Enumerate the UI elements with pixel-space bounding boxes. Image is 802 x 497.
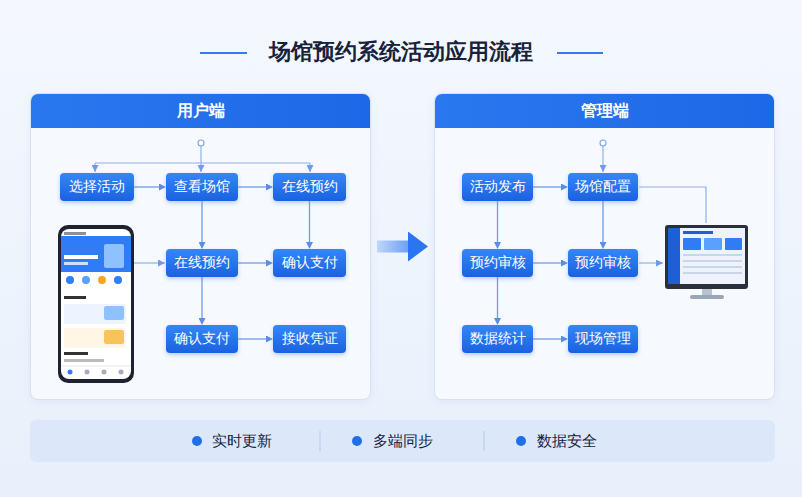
process-box: 在线预约 <box>166 249 238 277</box>
box-label: 确认支付 <box>174 330 230 348</box>
box-label: 接收凭证 <box>282 330 338 348</box>
feature-band: 实时更新 多端同步 数据安全 <box>30 420 775 462</box>
panel-title: 用户端 <box>177 101 225 122</box>
transition-arrow <box>377 241 408 253</box>
flow-arrow <box>134 186 159 187</box>
process-box: 数据统计 <box>462 325 533 353</box>
title-rule <box>200 52 247 54</box>
box-label: 现场管理 <box>575 330 631 348</box>
feature-label: 实时更新 <box>212 432 272 451</box>
feature-label: 数据安全 <box>537 432 597 451</box>
flow-arrow <box>238 262 266 263</box>
process-box: 活动发布 <box>462 173 533 201</box>
box-label: 在线预约 <box>282 178 338 196</box>
panel-header: 用户端 <box>31 94 370 128</box>
process-box: 确认支付 <box>166 325 238 353</box>
process-box: 在线预约 <box>273 173 346 201</box>
panel-box: 用户端选择活动查看场馆在线预约在线预约确认支付确认支付接收凭证 <box>30 93 371 400</box>
flow-arrow <box>533 338 561 339</box>
flow-arrow <box>309 201 310 242</box>
process-box: 选择活动 <box>60 173 134 201</box>
flow-arrow <box>238 186 266 187</box>
diagram-title: 场馆预约系统活动应用流程 <box>0 37 802 67</box>
panel-title: 管理端 <box>581 101 629 122</box>
flow-arrow <box>497 201 498 242</box>
flow-arrow <box>497 277 498 318</box>
flow-arrow <box>238 338 266 339</box>
process-box: 接收凭证 <box>273 325 346 353</box>
process-box: 预约审核 <box>462 249 533 277</box>
flow-arrow <box>533 186 561 187</box>
title-rule <box>557 52 603 54</box>
box-label: 在线预约 <box>174 254 230 272</box>
flow-arrow <box>201 201 202 242</box>
process-box: 查看场馆 <box>166 173 238 201</box>
box-label: 确认支付 <box>282 254 338 272</box>
box-label: 预约审核 <box>575 254 631 272</box>
process-box: 现场管理 <box>568 325 638 353</box>
flow-arrow <box>602 201 603 242</box>
panel-box: 管理端活动发布 场馆配置预约审核 预约审核数据统计 现场管理 <box>434 93 775 400</box>
box-label: 活动发布 <box>470 178 526 196</box>
process-box: 预约审核 <box>568 249 638 277</box>
process-box: 场馆配置 <box>568 173 638 201</box>
flow-arrow <box>201 277 202 318</box>
box-label: 数据统计 <box>470 330 526 348</box>
box-label: 场馆配置 <box>575 178 631 196</box>
box-label: 预约审核 <box>470 254 526 272</box>
flow-arrow <box>533 262 561 263</box>
panel-header: 管理端 <box>435 94 774 128</box>
process-box: 确认支付 <box>273 249 346 277</box>
feature-label: 多端同步 <box>373 432 433 451</box>
box-label: 选择活动 <box>69 178 125 196</box>
box-label: 查看场馆 <box>174 178 230 196</box>
